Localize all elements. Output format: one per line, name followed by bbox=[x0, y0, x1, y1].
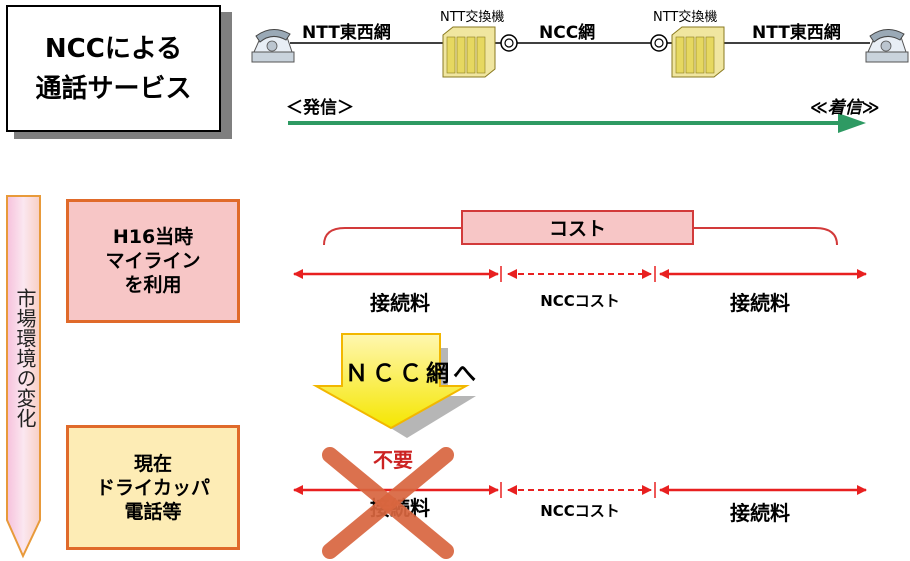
era-now-box: 現在 ドライカッパ 電話等 bbox=[66, 425, 240, 550]
era-now-title: 現在 bbox=[133, 452, 172, 475]
cost-bracket bbox=[323, 227, 838, 246]
telephone-icon bbox=[251, 29, 295, 63]
transition-arrow bbox=[312, 333, 476, 438]
exchange-label-left: NTT交換機 bbox=[440, 10, 505, 25]
title-line-1: NCCによる bbox=[44, 33, 183, 64]
now-ncc-cost-label: NCCコスト bbox=[540, 502, 620, 520]
segment-label-middle: NCC網 bbox=[539, 23, 596, 43]
then-ncc-cost-label: NCCコスト bbox=[540, 292, 620, 310]
title-line-2: 通話サービス bbox=[35, 73, 192, 104]
then-right-interconnect-label: 接続料 bbox=[730, 291, 790, 315]
side-banner-text: 市場環境の変化 bbox=[13, 288, 37, 428]
telephone-icon bbox=[865, 29, 909, 63]
destination-label: ≪着信≫ bbox=[810, 98, 880, 118]
exchange-label-right: NTT交換機 bbox=[653, 10, 718, 25]
unneeded-label: 不要 bbox=[373, 448, 413, 472]
segment-label-left: NTT東西網 bbox=[302, 23, 391, 43]
origin-label: ＜発信＞ bbox=[286, 98, 354, 118]
title-box: NCCによる 通話サービス bbox=[6, 5, 221, 132]
call-flow-arrowhead bbox=[838, 113, 866, 133]
transition-label: ＮＣＣ網へ bbox=[345, 361, 480, 387]
era-now-sub2: 電話等 bbox=[124, 500, 182, 523]
era-then-sub1: マイライン bbox=[105, 250, 201, 272]
era-now-sub1: ドライカッパ bbox=[95, 476, 210, 499]
switch-cabinet-icon bbox=[671, 26, 725, 78]
cost-box: コスト bbox=[461, 210, 694, 245]
era-then-sub2: を利用 bbox=[124, 274, 182, 296]
then-left-interconnect-label: 接続料 bbox=[370, 291, 430, 315]
now-right-interconnect-label: 接続料 bbox=[730, 501, 790, 525]
switch-cabinet-icon bbox=[442, 26, 496, 78]
junction-circle-icon bbox=[650, 34, 668, 52]
segment-label-right: NTT東西網 bbox=[752, 23, 841, 43]
junction-circle-icon bbox=[500, 34, 518, 52]
market-change-banner bbox=[6, 195, 41, 559]
era-then-title: H16当時 bbox=[112, 226, 194, 248]
era-then-box: H16当時 マイライン を利用 bbox=[66, 199, 240, 323]
